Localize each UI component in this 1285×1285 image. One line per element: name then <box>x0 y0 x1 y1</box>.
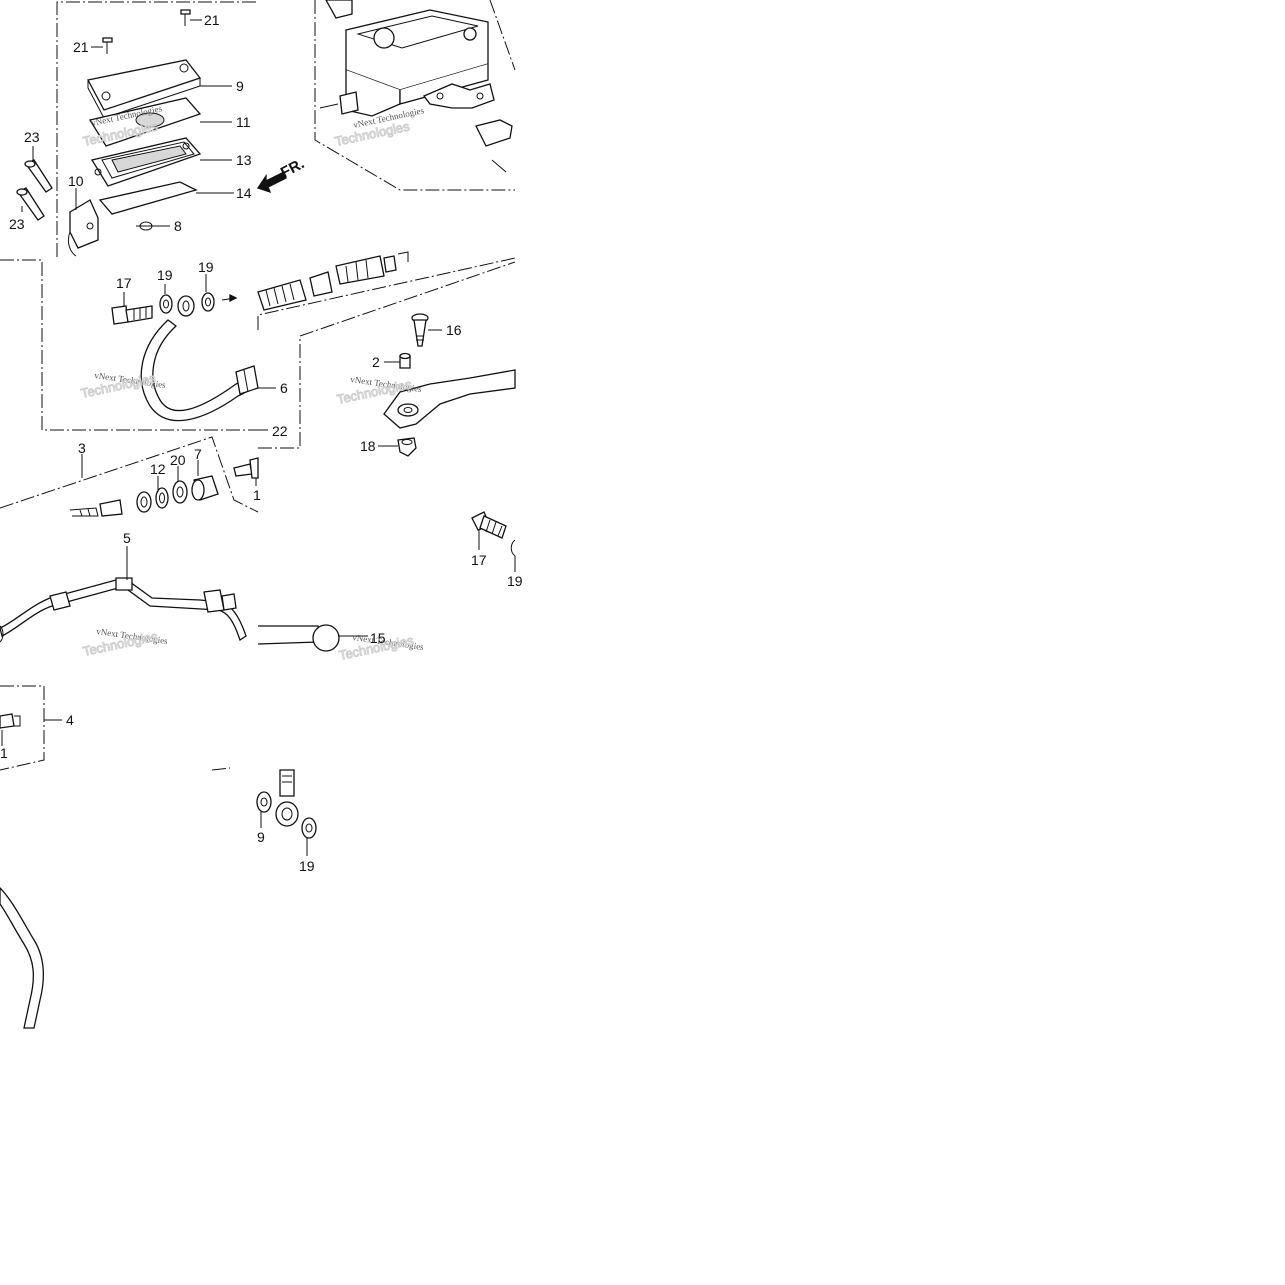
callout-label: 11 <box>236 114 251 130</box>
callout-label: 5 <box>123 530 131 546</box>
bushing-2 <box>399 352 411 369</box>
push-rod-1 <box>233 457 259 479</box>
callout-label: 7 <box>194 446 202 462</box>
callout-label: 2 <box>372 354 380 370</box>
piston-spring-upper <box>257 251 409 311</box>
brake-hose-6 <box>140 319 259 422</box>
callout-label: 23 <box>24 129 40 145</box>
callout-label: 9 <box>236 78 244 94</box>
callout-label: 3 <box>78 440 86 456</box>
callout-label: 12 <box>150 461 166 477</box>
piston-kit-lower <box>69 475 219 517</box>
callout-label: 23 <box>9 216 25 232</box>
caliper-banjo-fitting <box>256 769 317 839</box>
banjo-bolt-17-lower <box>471 511 507 539</box>
callout-label: 1 <box>253 487 261 503</box>
section-frames <box>0 0 516 771</box>
brake-pipe-5 <box>0 577 247 643</box>
banjo-bolt-17-upper <box>111 305 153 325</box>
master-cylinder-body <box>319 0 513 173</box>
brake-lever <box>383 369 516 429</box>
sealing-washers-19-upper <box>159 292 238 317</box>
brake-hose-15 <box>257 624 340 652</box>
boot-10 <box>67 199 99 257</box>
callout-label: 19 <box>507 573 523 589</box>
watermarks: vNext Technologies Technologies vNext Te… <box>79 103 425 663</box>
diaphragm-plate-11 <box>88 97 202 147</box>
callout-labels: 21 21 9 11 13 14 8 23 23 10 17 19 19 6 2… <box>0 12 523 874</box>
callout-label: 22 <box>272 423 288 439</box>
plate-14 <box>98 181 198 215</box>
callout-label: 1 <box>0 745 8 761</box>
fr-arrow-icon <box>256 171 287 194</box>
screws-21 <box>102 9 191 54</box>
callout-label: 4 <box>66 712 74 728</box>
nut-18 <box>397 437 417 457</box>
callout-label: 13 <box>236 152 252 168</box>
callout-label: 8 <box>174 218 182 234</box>
callout-label: 18 <box>360 438 376 454</box>
callout-label: 17 <box>116 275 132 291</box>
callout-label: 20 <box>170 452 186 468</box>
callout-label: 19 <box>157 267 173 283</box>
brake-hose-lower-left <box>0 887 45 1029</box>
callout-label: 14 <box>236 185 252 201</box>
retainer-clip-8 <box>136 221 153 231</box>
diaphragm-13 <box>90 137 202 187</box>
pivot-bolt-16 <box>411 313 429 347</box>
callout-label: 19 <box>299 858 315 874</box>
callout-label: 9 <box>257 829 265 845</box>
washer-19-lower-right <box>510 539 516 557</box>
leader-lines <box>1 19 516 856</box>
callout-label: 19 <box>198 259 214 275</box>
callout-label: 21 <box>204 12 220 28</box>
callout-label: 10 <box>68 173 84 189</box>
callout-label: 21 <box>73 39 89 55</box>
callout-label: 15 <box>370 630 386 646</box>
callout-label: 16 <box>446 322 462 338</box>
callout-label: 6 <box>280 380 288 396</box>
callout-label: 17 <box>471 552 487 568</box>
bolt-section-4 <box>0 713 21 729</box>
bolts-23 <box>16 159 53 221</box>
